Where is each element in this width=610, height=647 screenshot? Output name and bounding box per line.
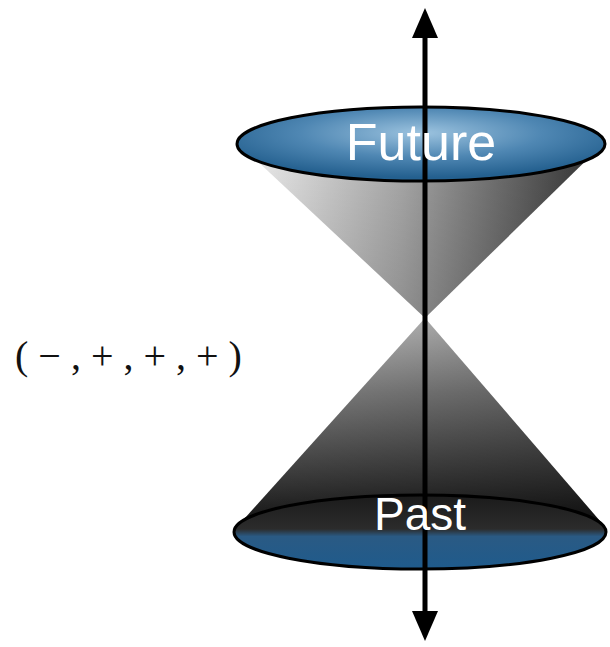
- cone-section: Future: [235, 105, 607, 183]
- cone-label: Future: [235, 114, 607, 171]
- cone-label: Past: [232, 489, 608, 540]
- cone-section: Past: [232, 493, 608, 571]
- metric-signature: ( − , + , + , + ): [15, 334, 242, 378]
